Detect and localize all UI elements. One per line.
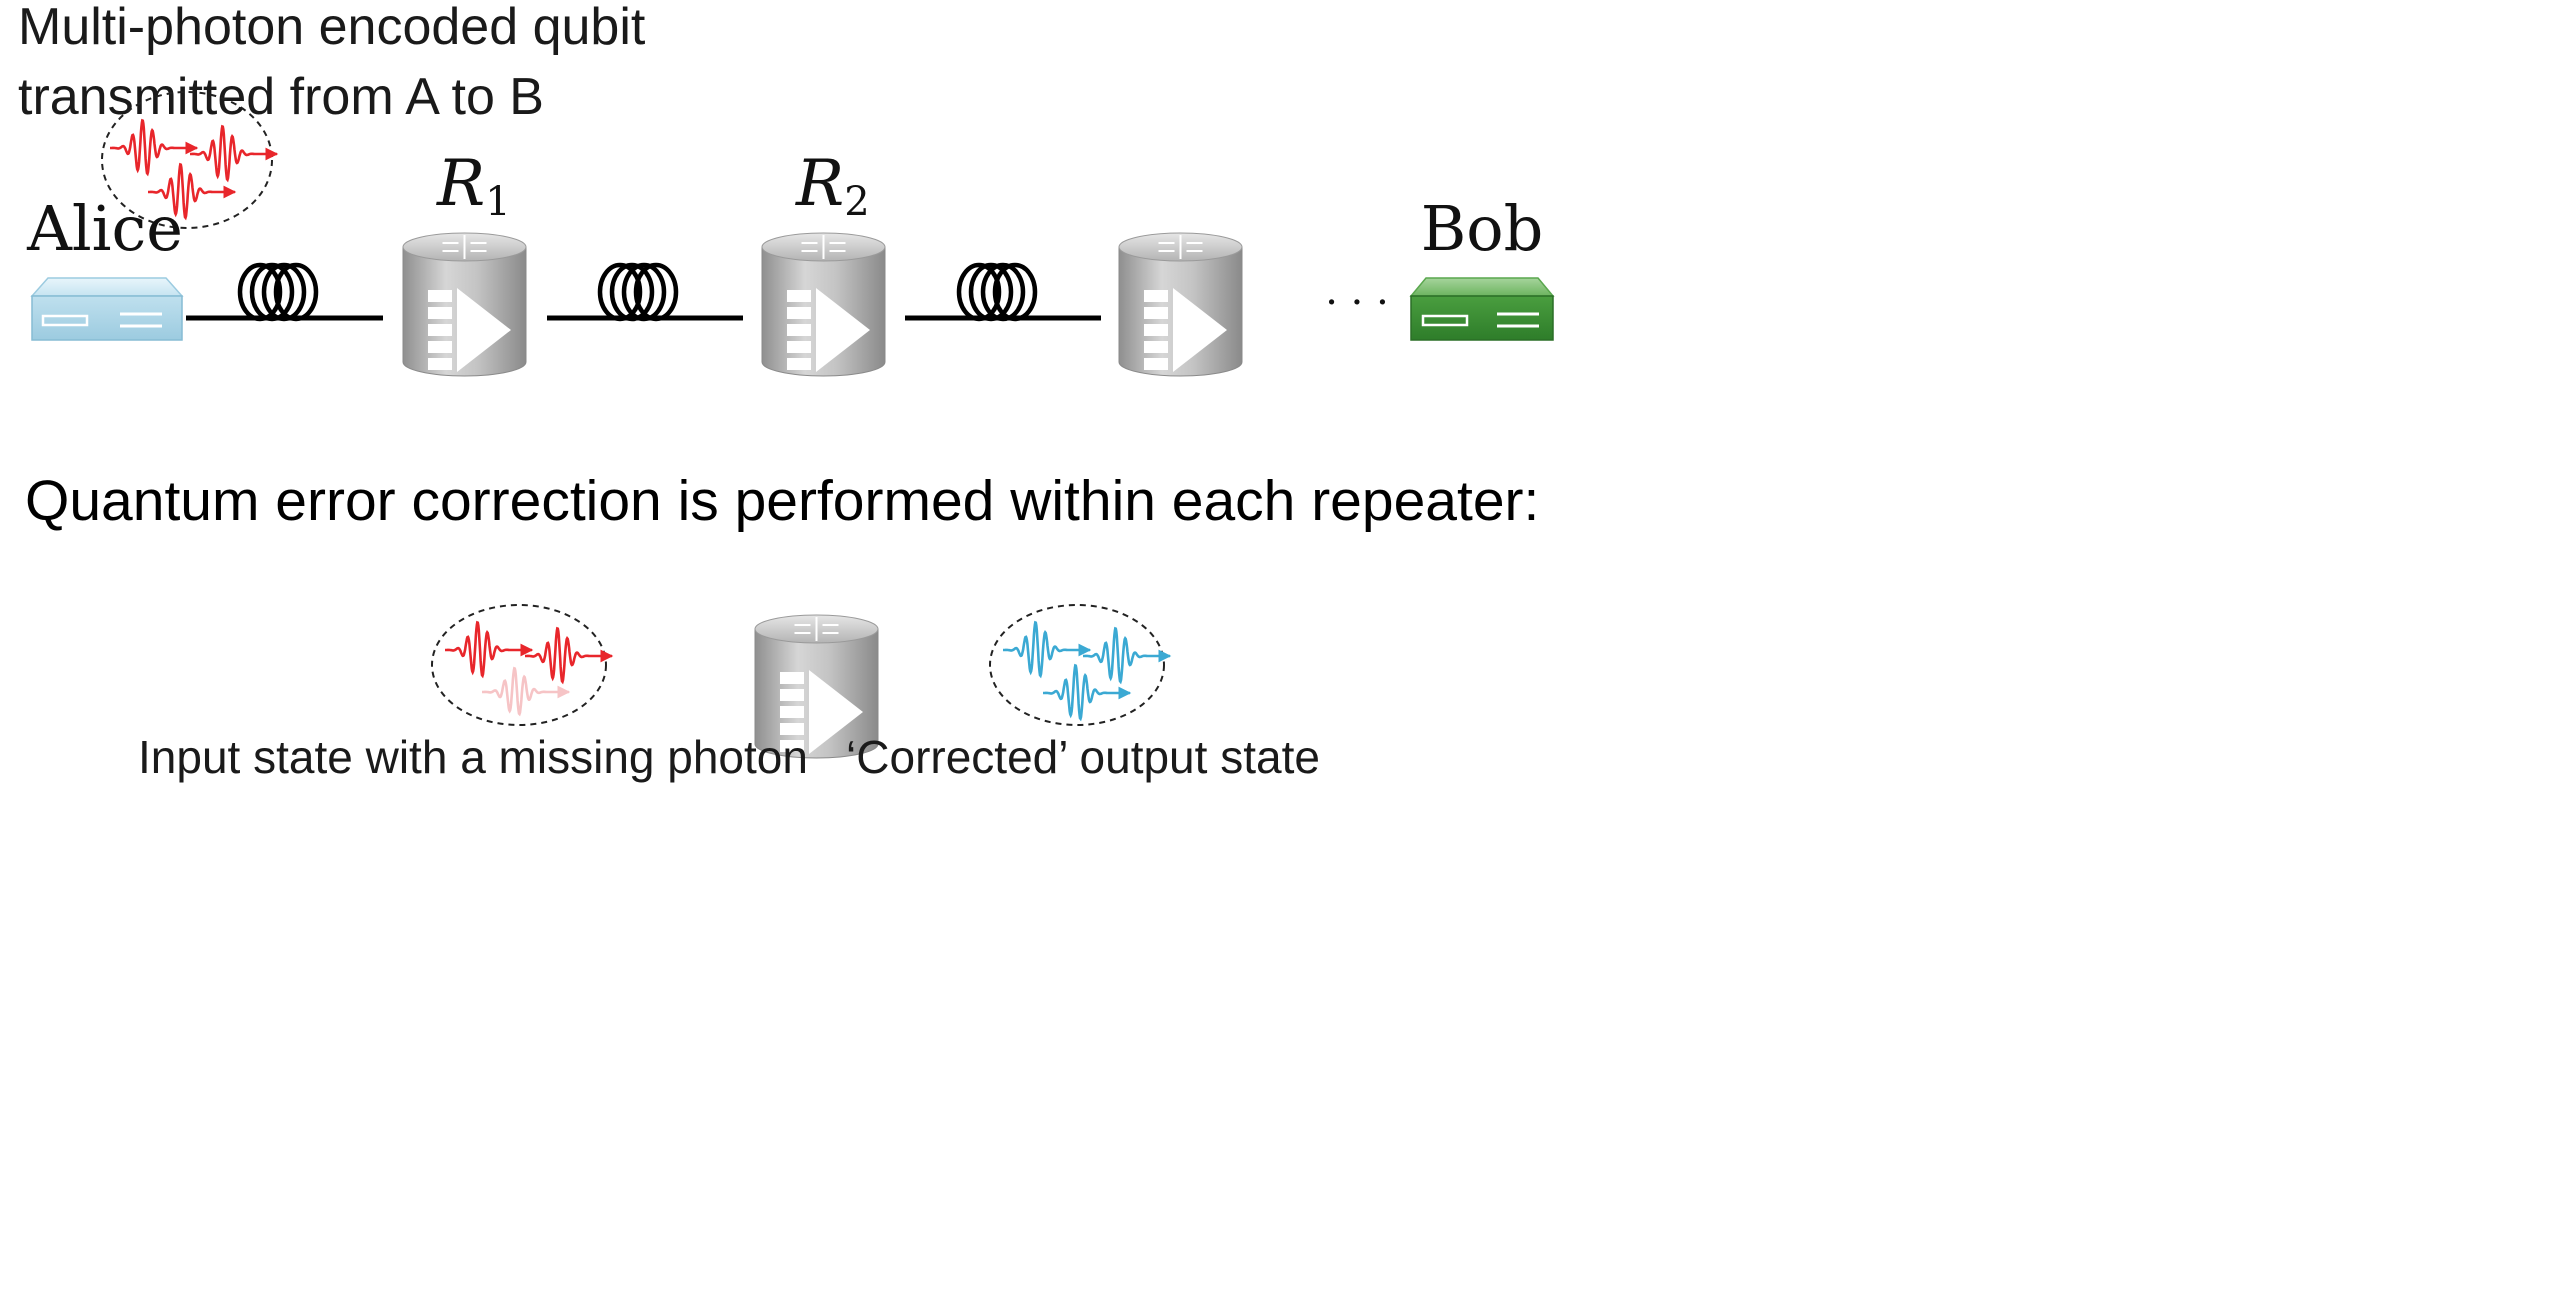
port-bars-icon xyxy=(428,290,452,370)
photon-wave xyxy=(148,162,237,221)
bob-device xyxy=(1409,277,1555,341)
repeater-r3 xyxy=(1118,232,1243,377)
r1-label: R1 xyxy=(436,147,511,225)
routing-arrows-icon xyxy=(1158,235,1203,259)
photon-group-output xyxy=(989,604,1172,726)
port-bars-icon xyxy=(780,672,804,752)
repeater-r1 xyxy=(402,232,527,377)
photon-wave xyxy=(110,118,199,177)
alice-device xyxy=(30,277,184,341)
port-bars-icon xyxy=(787,290,811,370)
photon-group-input xyxy=(431,604,614,726)
bob-slot-icon xyxy=(1421,314,1469,327)
play-triangle-icon xyxy=(457,288,511,372)
caption-line-1: Multi-photon encoded qubit xyxy=(18,0,646,56)
photon-wave xyxy=(1083,626,1172,685)
photon-wave xyxy=(190,124,279,183)
fiber-coil xyxy=(237,262,319,322)
fiber-coil xyxy=(956,262,1038,322)
photon-cluster-boundary xyxy=(989,604,1165,726)
fiber-link-2 xyxy=(547,262,743,322)
routing-arrows-icon xyxy=(794,617,839,641)
r2-label: R2 xyxy=(795,147,870,225)
play-triangle-icon xyxy=(1173,288,1227,372)
fiber-link-1 xyxy=(186,262,383,322)
caption-line-2: transmitted from A to B xyxy=(18,68,544,126)
repeater-r2 xyxy=(761,232,886,377)
input-state-label: Input state with a missing photon xyxy=(138,731,808,783)
routing-arrows-icon xyxy=(801,235,846,259)
alice-slot-icon xyxy=(41,314,89,327)
photon-wave xyxy=(445,620,534,679)
photon-wave xyxy=(1043,663,1132,722)
photon-cluster-boundary xyxy=(431,604,607,726)
output-state-label: ‘Corrected’ output state xyxy=(846,731,1320,783)
photon-group-top xyxy=(101,91,279,229)
photon-wave xyxy=(525,626,614,685)
fiber-link-3 xyxy=(905,262,1101,322)
ellipsis: · · · xyxy=(1325,280,1389,326)
fiber-coil xyxy=(597,262,679,322)
repeater-correction xyxy=(754,614,879,759)
missing-photon-wave xyxy=(482,666,571,717)
port-bars-icon xyxy=(1144,290,1168,370)
photon-wave xyxy=(1003,620,1092,679)
qec-heading: Quantum error correction is performed wi… xyxy=(25,469,1539,533)
routing-arrows-icon xyxy=(442,235,487,259)
play-triangle-icon xyxy=(816,288,870,372)
play-triangle-icon xyxy=(809,670,863,754)
alice-label: Alice xyxy=(26,192,183,265)
bob-label: Bob xyxy=(1421,192,1544,265)
